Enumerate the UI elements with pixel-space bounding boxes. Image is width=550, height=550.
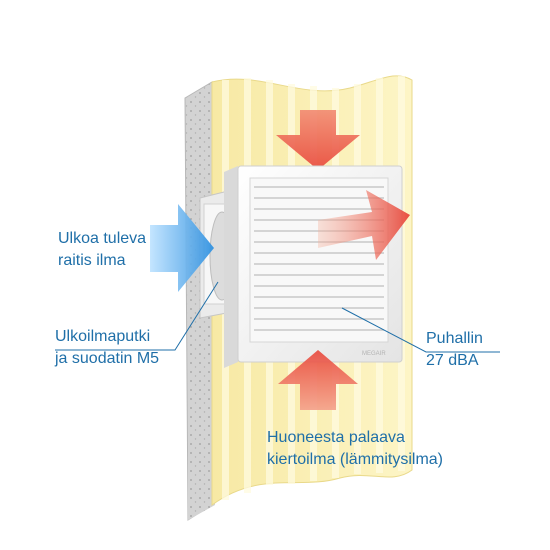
leader-fan: [341, 307, 500, 353]
label-outdoor-duct-line1: Ulkoilmaputki: [55, 328, 151, 345]
unit-brand-logo: MEGAIR: [362, 351, 386, 357]
warm-air-arrow-out: [318, 190, 410, 260]
ventilation-unit: MEGAIR: [224, 165, 403, 368]
label-outdoor-air-line1: Ulkoa tuleva: [58, 230, 147, 247]
wall-concrete-lower: [188, 350, 215, 520]
leader-outdoor-duct: [55, 281, 219, 351]
label-fan-line2: 27 dBA: [426, 352, 479, 369]
label-fan-line1: Puhallin: [426, 330, 483, 347]
label-room-air-line1: Huoneesta palaava: [267, 429, 405, 446]
label-outdoor-duct-line2: ja suodatin M5: [55, 350, 160, 367]
label-outdoor-air: Ulkoa tuleva raitis ilma: [58, 228, 146, 272]
label-room-air-line2: kiertoilma (lämmitysilma): [267, 451, 444, 468]
leader-lines: [55, 281, 500, 353]
label-outdoor-air-line2: raitis ilma: [58, 252, 126, 269]
unit-side: [224, 166, 238, 368]
warm-air-arrow-bottom: [278, 350, 358, 410]
warm-air-arrow-top: [276, 110, 360, 170]
label-outdoor-duct: Ulkoilmaputki ja suodatin M5: [55, 326, 159, 370]
label-room-return-air: Huoneesta palaava kiertoilma (lämmitysil…: [267, 427, 443, 471]
unit-grille-frame: [249, 177, 389, 343]
label-fan: Puhallin 27 dBA: [426, 328, 483, 372]
cold-air-arrow: [150, 204, 214, 292]
